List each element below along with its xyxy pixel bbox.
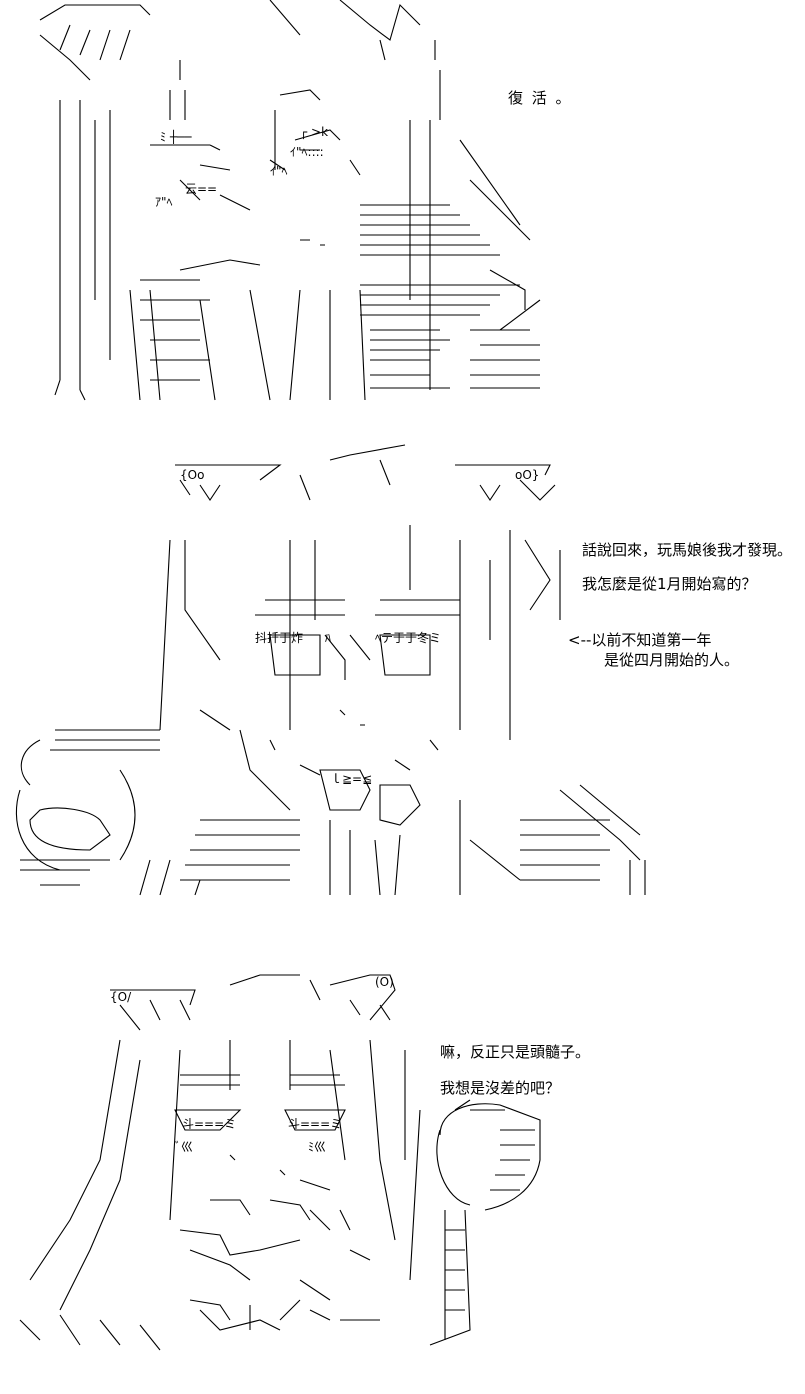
ascii-art-character-2 [15,444,646,896]
caption-line-4: 是從四月開始的人。 [604,651,740,669]
caption-revival: 復 活 。 [508,89,573,107]
art-glyph: ｌ≧=≦ [330,772,373,786]
ascii-art-character-1 [39,0,541,401]
art-glyph: ｲ"ﾍ [270,164,288,178]
caption-line-3: <--以前不知道第一年 [568,631,712,649]
art-glyph: 斗===ミ [182,1117,237,1131]
art-glyph: {O/ [110,990,132,1004]
panel-3: {O/ (O) 斗===ミ 斗===ミ ﾞ巛 ﾐ巛 嘛，反正只是頭髓子。 我想是… [0,960,805,1360]
art-glyph: ┌ >k [300,125,329,139]
art-glyph: ﾍテ于于冬ミ [375,631,442,645]
panel-1: ﾐ ┼── ｲ"ﾍ ┌ >k ｲ"ﾍ:::: ｱ"ﾍ 云== 復 活 。 [0,0,805,410]
art-glyph: ﾐ ┼── [160,130,192,144]
panel-2: {Oo oO} 抖扦于炸 ﾊ ﾍテ于于冬ミ ｌ≧=≦ 話說回來，玩馬娘後我才發現… [0,440,805,910]
art-glyph: ｲ"ﾍ:::: [290,145,324,159]
art-glyph: ﾐ巛 [308,1140,327,1154]
caption-line-1: 話說回來，玩馬娘後我才發現。 [582,541,793,559]
art-glyph: {Oo [180,468,205,482]
art-glyph: ﾊ [325,631,332,645]
caption-line-2: 我想是沒差的吧？ [440,1079,561,1097]
art-glyph: ｱ"ﾍ [155,195,173,209]
art-glyph: ﾞ巛 [175,1140,194,1154]
art-glyph: 云== [185,182,218,196]
art-glyph: (O) [375,975,394,989]
art-glyph: 抖扦于炸 [255,631,304,645]
art-glyph: 斗===ミ [288,1117,343,1131]
caption-line-1: 嘛，反正只是頭髓子。 [440,1043,591,1061]
art-glyph: oO} [515,468,540,482]
caption-line-2: 我怎麼是從1月開始寫的？ [582,575,757,593]
ascii-art-character-3 [19,974,541,1351]
